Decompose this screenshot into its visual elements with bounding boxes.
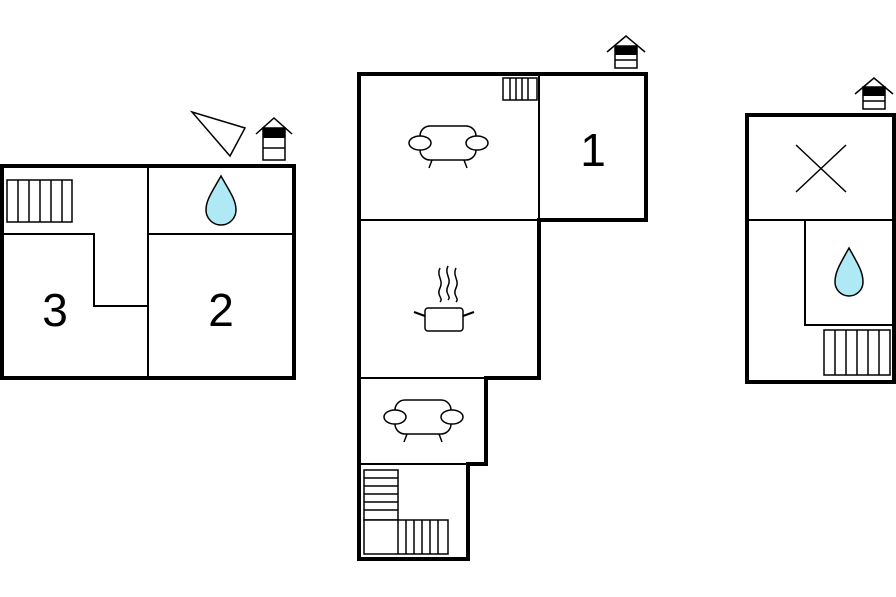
sofa-icon	[383, 399, 464, 443]
compass-direction-icon	[189, 110, 247, 158]
left-floor: 3 2	[0, 110, 296, 380]
cooking-pot-icon	[413, 265, 475, 332]
cross-icon	[795, 144, 847, 193]
house-entrance-icon	[255, 116, 293, 161]
bathroom-water-drop-icon	[834, 246, 864, 297]
right-floor-outline	[745, 113, 896, 384]
house-entrance-icon	[606, 35, 646, 69]
stairs-icon	[363, 469, 449, 555]
house-entrance-icon	[854, 77, 894, 110]
room-2-label: 2	[208, 284, 234, 336]
radiator-icon	[502, 77, 538, 101]
wall-divider	[804, 220, 894, 326]
sofa-icon	[408, 125, 489, 169]
stairs-icon	[6, 179, 73, 223]
room-1-label: 1	[580, 124, 606, 176]
right-floor	[745, 77, 896, 384]
bathroom-water-drop-icon	[205, 174, 237, 226]
center-floor: 1	[357, 35, 648, 561]
room-3-label: 3	[42, 284, 68, 336]
wall-divider	[2, 233, 148, 307]
stairs-icon	[823, 329, 891, 376]
